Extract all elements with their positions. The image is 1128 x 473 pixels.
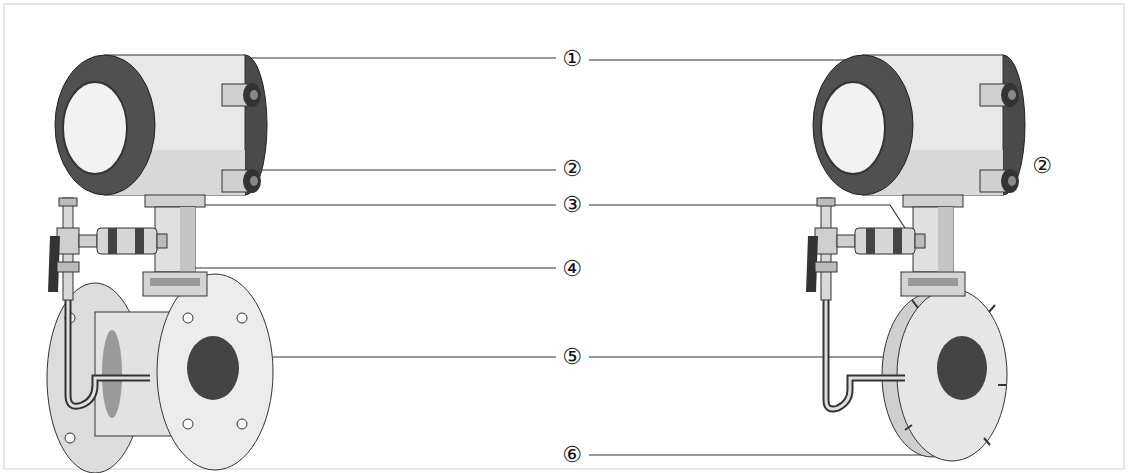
wafer-flowmeter-part-part — [912, 300, 918, 308]
callout-number: ④ — [562, 258, 582, 280]
flanged-flowmeter-part — [237, 313, 247, 323]
flanged-flowmeter-part — [65, 433, 75, 443]
wafer-flowmeter-part — [826, 300, 905, 409]
wafer-flowmeter-part — [897, 289, 1007, 461]
leader-lines-part — [190, 267, 556, 268]
leader-lines-part — [589, 446, 950, 455]
flanged-flowmeter-part — [68, 300, 150, 406]
flanged-flowmeter-part — [183, 419, 193, 429]
flanged-flowmeter-part — [187, 336, 239, 400]
callout-number: ② — [562, 158, 582, 180]
flanged-flowmeter-part — [237, 419, 247, 429]
callout-number: ③ — [562, 194, 582, 216]
leader-lines-part — [245, 57, 556, 58]
wafer-flowmeter-part — [937, 336, 987, 400]
leader-lines-part — [200, 204, 556, 205]
wafer-flowmeter-part-part — [905, 425, 912, 430]
flanged-flowmeter-part — [102, 330, 122, 418]
callout-number: ② — [1032, 155, 1052, 177]
wafer-flowmeter-part-part — [989, 305, 995, 312]
callout-number: ⑥ — [562, 444, 582, 466]
wafer-flowmeter-part — [826, 300, 905, 409]
callout-number: ⑤ — [562, 346, 582, 368]
wafer-flowmeter — [806, 55, 1025, 461]
frame — [4, 4, 1124, 469]
flanged-flowmeter-part — [157, 274, 273, 470]
callout-number: ① — [562, 48, 582, 70]
wafer-flowmeter-part-part — [984, 438, 990, 445]
wafer-flowmeter-part-part — [998, 384, 1006, 386]
wafer-flowmeter-part — [806, 55, 1025, 300]
flanged-flowmeter-part — [68, 300, 150, 406]
flanged-flowmeter — [47, 55, 273, 473]
flanged-flowmeter-part — [48, 55, 267, 300]
leader-lines-part — [260, 169, 556, 170]
wafer-flowmeter-part — [905, 300, 1006, 445]
leader-lines-part — [589, 205, 905, 228]
leader-lines-part — [589, 356, 885, 357]
flanged-flowmeter-part — [183, 313, 193, 323]
